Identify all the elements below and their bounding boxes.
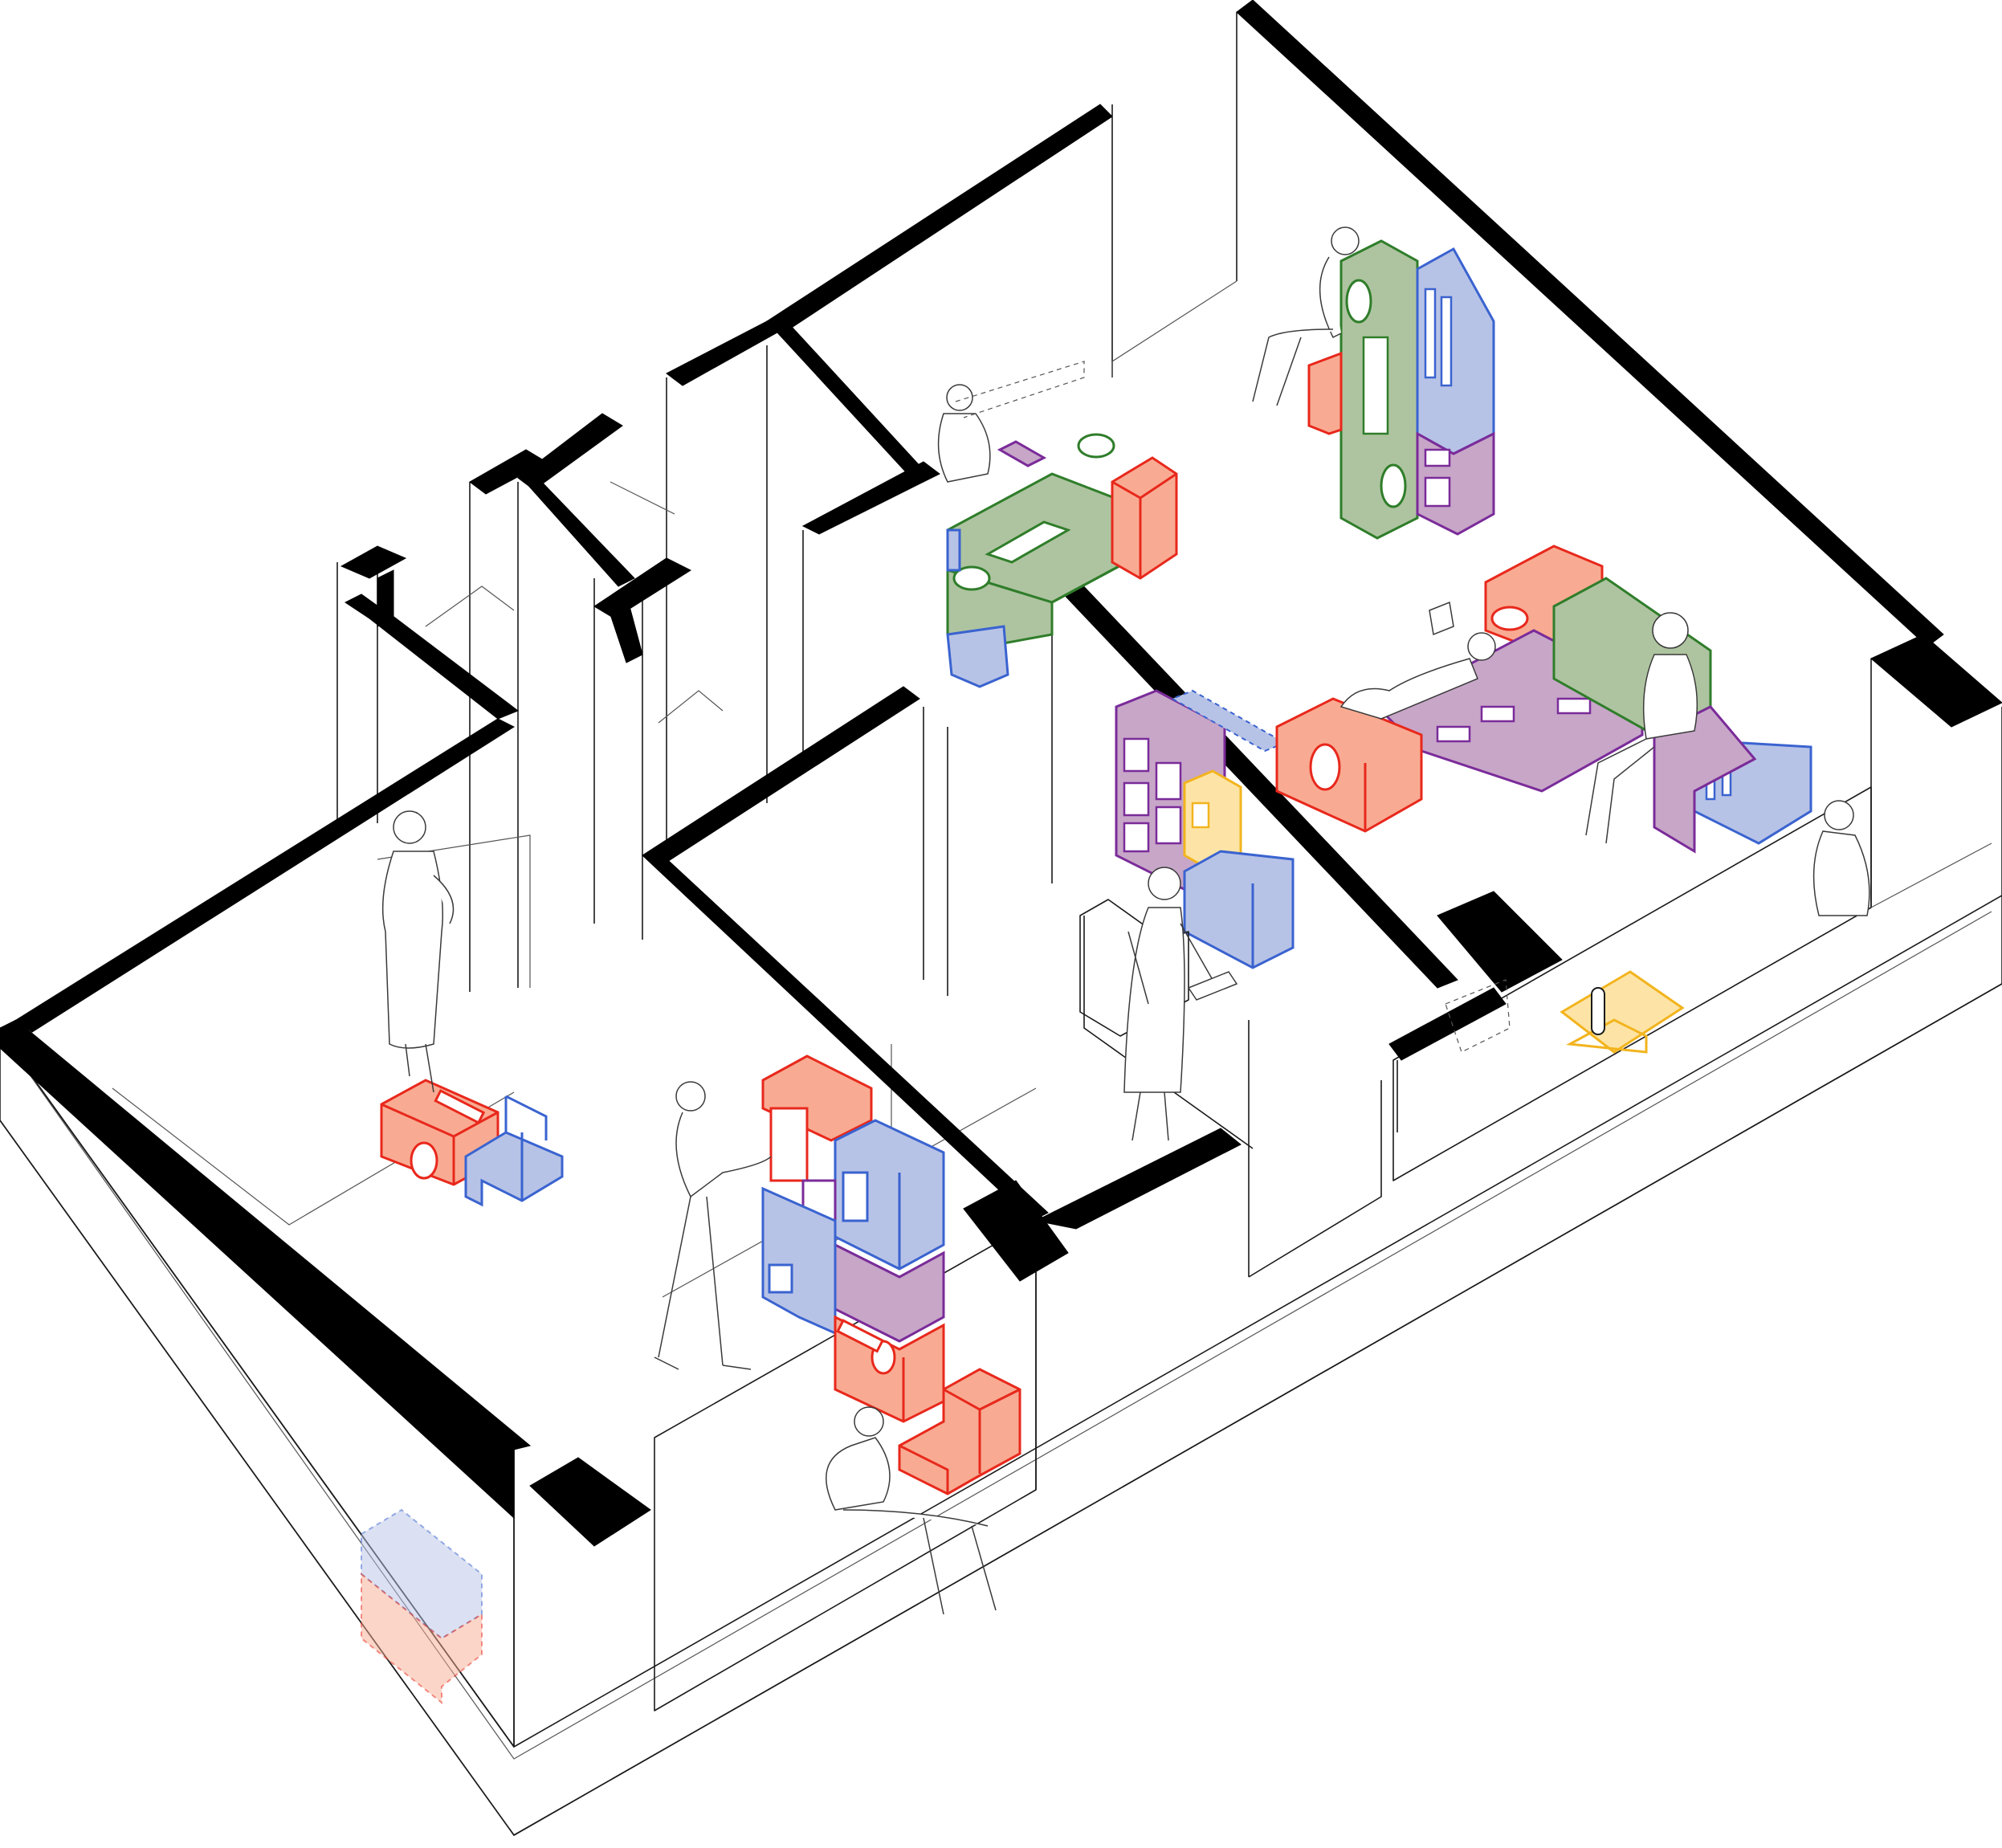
module-yellow-crate <box>1560 970 1685 1054</box>
module-purple-bench-kitchen <box>997 440 1047 467</box>
module-red-step-seat <box>898 1368 1021 1495</box>
module-stack-blue-mid <box>834 1119 945 1271</box>
figure-woman-standing-on-box <box>381 810 455 1093</box>
figure-child-crouching <box>1812 800 1870 916</box>
figure-woman-sitting-bench <box>1585 612 1698 844</box>
figure-man-sitting <box>826 1406 997 1615</box>
module-blue-l <box>464 1095 564 1207</box>
module-blue-tall <box>1416 247 1495 455</box>
module-ghost-outside <box>361 1508 483 1705</box>
figure-woman-cooking <box>1123 867 1238 1141</box>
module-blue-legs-kitchen <box>946 528 1009 688</box>
module-yellow-shelf-kitchen <box>1183 769 1242 873</box>
floor-slab <box>0 895 2002 1836</box>
figure-woman-lifting-shelf <box>654 1081 772 1370</box>
figure-woman-sitting-shelf <box>1252 226 1360 406</box>
module-red-box-kitchen <box>1111 456 1178 580</box>
module-blue-shelf-kitchen <box>1170 689 1295 969</box>
wall-extrusions <box>0 12 2002 1748</box>
module-red-front-bench <box>1275 697 1423 833</box>
cut-walls <box>0 0 2002 1547</box>
module-purple-tall <box>1416 431 1495 536</box>
figure-woman-reading-kitchen <box>937 361 1085 483</box>
module-green-tall <box>1339 239 1419 540</box>
module-stack-red-top <box>761 1055 873 1182</box>
module-red-tall <box>1307 351 1343 435</box>
module-purple-bench-end <box>1653 705 1757 854</box>
figure-reclining-reader <box>1339 601 1496 720</box>
kitchen-counter <box>1079 899 1511 1053</box>
